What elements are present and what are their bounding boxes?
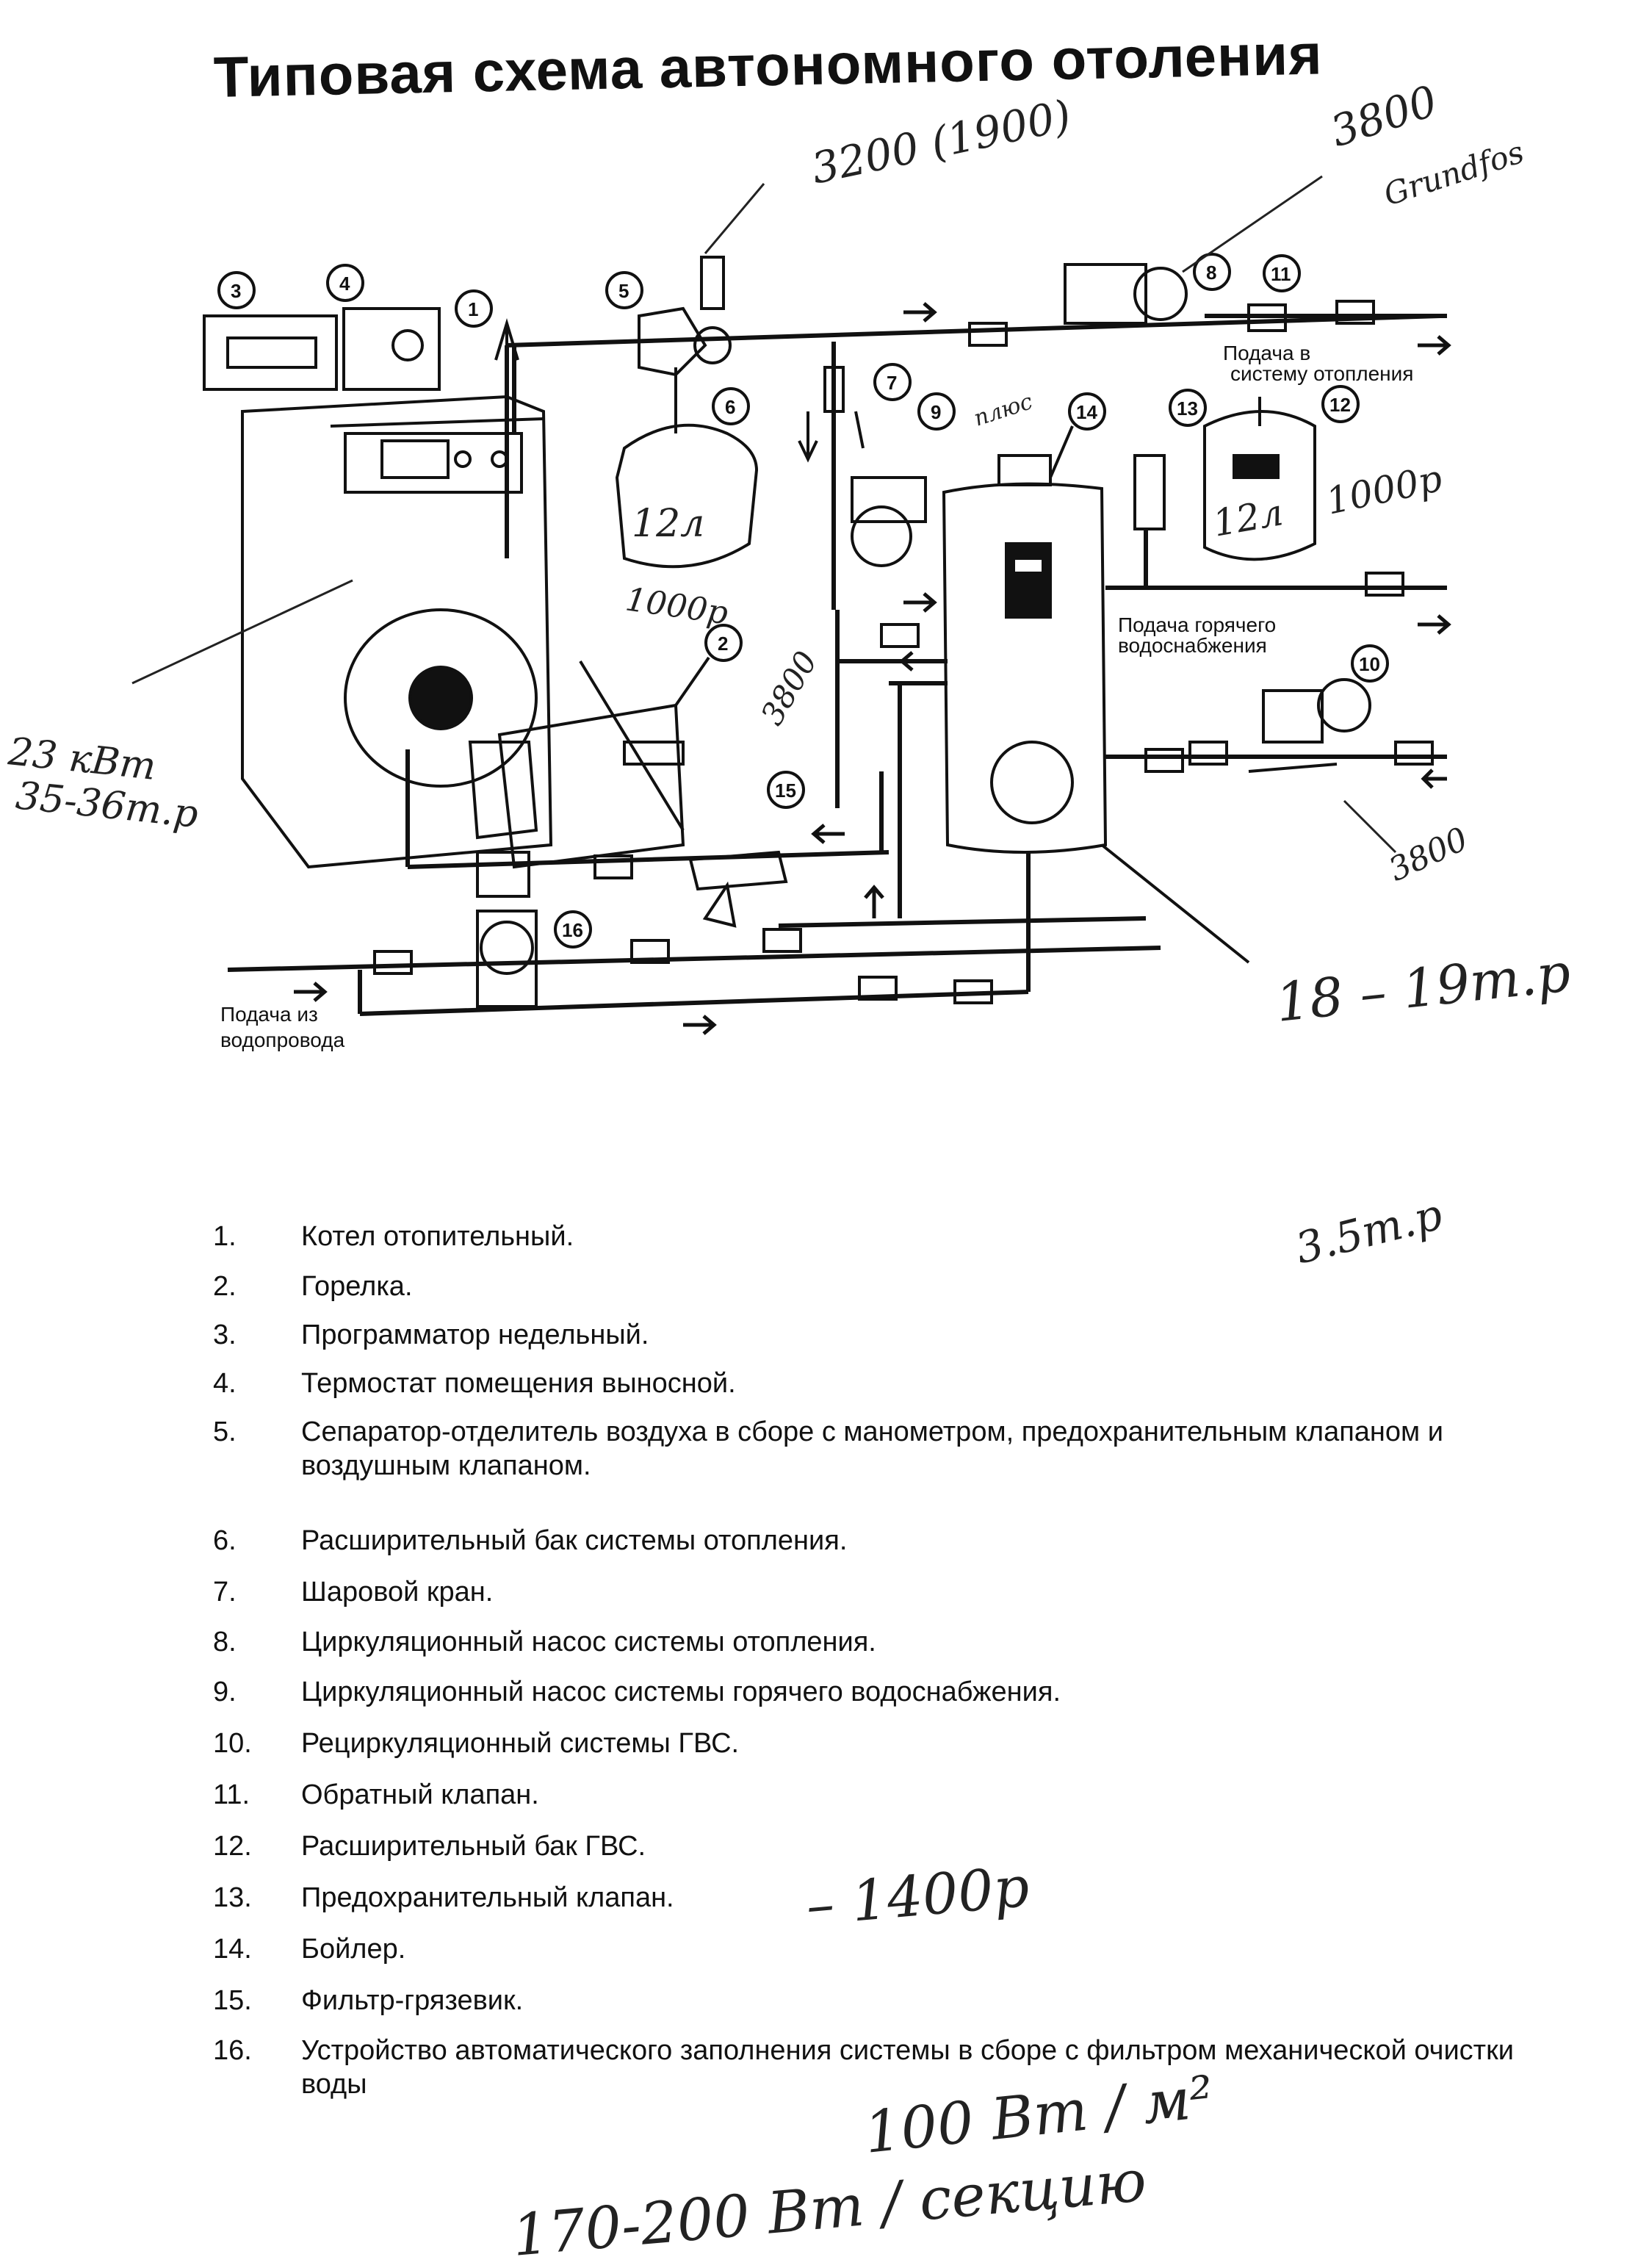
heating-pump-and-check-valve [1064, 253, 1301, 332]
weekly-programmer [203, 271, 338, 391]
callout-15: 15 [775, 780, 796, 802]
callout-numbers: 1 2 3 4 5 6 7 8 9 10 11 12 13 14 15 16 [231, 262, 1380, 941]
label-supply-mains-1: Подача из [220, 1003, 318, 1026]
note-boiler: плюс [971, 389, 1036, 432]
callout-5: 5 [618, 280, 629, 302]
note-boiler-power-2: 35-36т.р [14, 774, 201, 837]
heating-expansion-tank [615, 367, 759, 569]
legend-number: 14. [213, 1934, 252, 1965]
note-tank-volume-1: 12л [632, 502, 704, 546]
legend-number: 8. [213, 1627, 237, 1657]
note-tank-volume-2: 12л [1210, 491, 1286, 545]
pipe-network [227, 314, 1447, 1016]
legend-number: 13. [213, 1882, 252, 1913]
label-supply-heating-2: систему отопления [1230, 362, 1413, 385]
legend-number: 6. [213, 1525, 237, 1556]
legend-text: Расширительный бак системы отопления. [301, 1525, 848, 1556]
note-tank-price-1: 1000р [623, 580, 730, 632]
callout-14: 14 [1076, 401, 1097, 423]
recirculation-pump [1248, 644, 1389, 773]
legend-text: Шаровой кран. [301, 1577, 494, 1608]
callout-3: 3 [231, 280, 241, 302]
ball-valve-and-dhw-pump [798, 363, 956, 567]
air-separator [605, 256, 732, 377]
legend-text: Сепаратор-отделитель воздуха в сборе с м… [301, 1416, 1443, 1481]
legend-text: Обратный клапан. [301, 1779, 539, 1810]
safety-valve-and-dhw-tank [1133, 385, 1360, 561]
callout-6: 6 [725, 396, 735, 418]
heating-boiler [241, 289, 553, 869]
diagram-labels: Подача в систему отопления Подача горяче… [220, 342, 1413, 1051]
callout-9: 9 [931, 401, 941, 423]
room-thermostat [326, 264, 441, 391]
note-price-separator: 3200 (1900) [807, 90, 1075, 194]
legend-text: Программатор недельный. [301, 1320, 649, 1350]
legend-text: Горелка. [301, 1271, 413, 1302]
callout-10: 10 [1359, 653, 1380, 675]
legend-text: Расширительный бак ГВС. [301, 1831, 646, 1862]
burner [468, 624, 743, 869]
legend-text: Устройство автоматического заполнения си… [301, 2035, 1514, 2100]
note-rate-2: 170-200 Вт / секцию [510, 2148, 1149, 2268]
legend-number: 1. [213, 1221, 237, 1252]
callout-7: 7 [887, 372, 897, 394]
legend-number: 9. [213, 1677, 237, 1707]
dhw-boiler [942, 392, 1250, 964]
legend-number: 12. [213, 1831, 252, 1862]
callout-11: 11 [1271, 263, 1291, 285]
label-supply-hot-water-1: Подача горячего [1118, 613, 1276, 636]
note-price-pump-10: 3800 [1383, 820, 1473, 889]
callout-16: 16 [562, 919, 583, 941]
callout-4: 4 [339, 273, 350, 295]
note-pump-brand: Grundfos [1379, 134, 1528, 212]
line-valves [373, 300, 1434, 1004]
label-supply-hot-water-2: водоснабжения [1118, 634, 1267, 657]
legend-number: 16. [213, 2035, 252, 2066]
callout-8: 8 [1206, 262, 1216, 284]
callout-13: 13 [1177, 397, 1198, 420]
legend-text: Термостат помещения выносной. [301, 1368, 736, 1399]
auto-filling-unit [476, 851, 592, 1008]
callout-12: 12 [1329, 394, 1351, 416]
flow-arrows [294, 302, 1451, 1035]
label-supply-mains-2: водопровода [220, 1029, 345, 1051]
legend-number: 11. [213, 1779, 250, 1810]
legend-number: 7. [213, 1577, 237, 1608]
legend-text: Бойлер. [301, 1934, 406, 1965]
legend-text: Котел отопительный. [301, 1221, 574, 1252]
legend-number: 15. [213, 1985, 252, 2016]
label-supply-heating-1: Подача в [1223, 342, 1310, 364]
legend-text: Циркуляционный насос системы горячего во… [301, 1677, 1061, 1707]
note-price-pump-9: 3800 [754, 645, 824, 731]
note-boiler-price: 18 – 19т.р [1273, 941, 1573, 1034]
callout-1: 1 [468, 298, 478, 320]
legend-number: 4. [213, 1368, 237, 1399]
legend-number: 10. [213, 1728, 252, 1759]
legend-number: 3. [213, 1320, 237, 1350]
legend-text: Рециркуляционный системы ГВС. [301, 1728, 740, 1759]
legend-text: Циркуляционный насос системы отопления. [301, 1627, 876, 1657]
note-price-pump: 3800 [1324, 76, 1443, 156]
legend-number: 2. [213, 1271, 237, 1302]
legend-number: 5. [213, 1416, 237, 1447]
legend-text: Фильтр-грязевик. [301, 1985, 524, 2016]
mud-filter [688, 771, 805, 928]
legend-text: Предохранительный клапан. [301, 1882, 674, 1913]
note-tank-price-2: 1000р [1322, 457, 1446, 523]
callout-2: 2 [718, 633, 728, 655]
